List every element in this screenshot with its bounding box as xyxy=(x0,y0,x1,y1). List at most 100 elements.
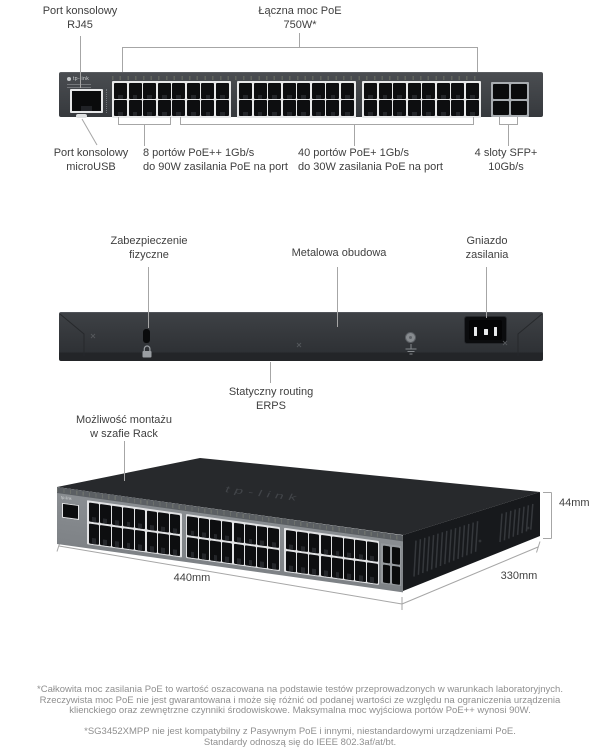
sfp-slot xyxy=(511,84,527,99)
rj45-port xyxy=(422,100,436,116)
label-height-44mm: 44mm xyxy=(559,497,590,509)
rj45-port xyxy=(268,100,282,116)
rj45-port xyxy=(158,511,169,533)
rj45-port xyxy=(285,550,297,572)
bracket-poe40 xyxy=(180,117,474,146)
rj45-port xyxy=(114,83,127,99)
rj45-port xyxy=(221,541,233,563)
sfp-slot xyxy=(391,546,400,566)
rj45-port xyxy=(332,557,343,579)
rj45-port xyxy=(253,100,267,116)
rj45-port xyxy=(233,543,245,565)
rj45-port xyxy=(393,100,407,116)
rj45-port xyxy=(239,100,252,116)
rj45-port xyxy=(285,529,297,551)
rj45-port xyxy=(355,539,366,561)
rj45-port xyxy=(451,100,465,116)
rj45-port xyxy=(201,83,215,99)
bracket-total-poe xyxy=(122,33,478,72)
rj45-port xyxy=(364,83,377,99)
power-pin xyxy=(494,327,497,336)
rj45-port xyxy=(367,540,378,563)
switch-3d-front-panel: tp-link xyxy=(57,487,403,593)
rj45-port xyxy=(297,552,308,574)
rj45-port xyxy=(320,534,332,556)
side-screw xyxy=(478,539,482,543)
rj45-port xyxy=(367,561,378,584)
grounding-screw xyxy=(405,332,416,343)
rj45-port xyxy=(233,522,245,544)
power-inlet xyxy=(464,316,507,344)
label-metal-case: Metalowa obudowa xyxy=(291,247,387,259)
power-pin xyxy=(474,327,477,336)
rj45-port xyxy=(343,537,355,559)
ventilation-grille xyxy=(413,503,534,577)
port-block xyxy=(362,81,481,118)
label-poe-plus-plus-ports: 8 portów PoE++ 1Gb/s do 90W zasilania Po… xyxy=(143,147,288,173)
rj45-port xyxy=(297,100,311,116)
rj45-port xyxy=(332,535,343,558)
rj45-port xyxy=(158,532,169,555)
switch-rear-panel xyxy=(59,312,543,361)
bracket-poe8 xyxy=(118,117,171,146)
rj45-port xyxy=(210,518,221,541)
rj45-port xyxy=(210,540,221,562)
rj45-port xyxy=(343,558,355,581)
top-face-watermark: tp-link xyxy=(225,484,302,503)
rj45-port xyxy=(355,560,366,582)
line-console-usb xyxy=(81,118,98,146)
rj45-port xyxy=(123,506,134,529)
rj45-port xyxy=(143,83,157,99)
label-static-routing: Statyczny routing ERPS xyxy=(228,386,314,412)
rj45-port xyxy=(256,546,268,568)
rj45-port xyxy=(114,100,127,116)
rj45-port xyxy=(326,100,340,116)
rj45-port xyxy=(216,100,229,116)
rj45-port xyxy=(123,527,134,550)
rj45-port xyxy=(297,531,308,553)
rj45-port xyxy=(88,501,99,524)
sfp-slot xyxy=(493,84,509,99)
rj45-port xyxy=(309,532,320,555)
sfp-slot xyxy=(511,100,527,115)
rj45-port xyxy=(282,100,296,116)
sfp-slot xyxy=(391,565,400,585)
rj45-port xyxy=(378,100,392,116)
rj45-port xyxy=(143,100,157,116)
rj45-port xyxy=(451,83,465,99)
rj45-port xyxy=(198,517,210,539)
rj45-port xyxy=(378,83,392,99)
rj45-port xyxy=(134,508,146,530)
rj45-port xyxy=(341,100,354,116)
dimension-bracket-44 xyxy=(543,492,552,539)
sfp-slot xyxy=(382,544,391,564)
sfp-slot-area xyxy=(491,82,529,117)
label-power-socket: Gniazdo zasilania xyxy=(465,235,509,261)
rj45-port xyxy=(466,83,479,99)
rj45-port xyxy=(221,520,233,542)
label-rack-mount: Możliwość montażu w szafie Rack xyxy=(76,414,172,440)
label-console-rj45: Port konsolowy RJ45 xyxy=(42,5,118,31)
sfp-slot-area xyxy=(381,543,401,587)
port-block xyxy=(112,81,231,118)
rj45-port xyxy=(111,505,123,527)
label-sfp-slots: 4 sloty SFP+ 10Gb/s xyxy=(474,147,538,173)
rj45-port xyxy=(100,503,111,525)
rj45-port xyxy=(245,523,256,546)
switch-front-panel: tp-link xyxy=(59,72,543,118)
rj45-port xyxy=(253,83,267,99)
rj45-port xyxy=(134,529,146,551)
footnote-poe-power: *Całkowita moc zasilania PoE to wartość … xyxy=(37,684,563,717)
rj45-port xyxy=(88,522,99,545)
console-rj45-port xyxy=(62,502,79,521)
rj45-port xyxy=(466,100,479,116)
brand-logo: tp-link xyxy=(67,76,89,82)
rj45-port xyxy=(341,83,354,99)
label-width-440mm: 440mm xyxy=(173,572,211,584)
kensington-lock-slot xyxy=(143,329,150,343)
label-security: Zabezpieczenie fizyczne xyxy=(110,235,188,261)
sfp-slot xyxy=(493,100,509,115)
port-block xyxy=(284,527,380,585)
rj45-port xyxy=(172,83,186,99)
rj45-port xyxy=(407,100,421,116)
